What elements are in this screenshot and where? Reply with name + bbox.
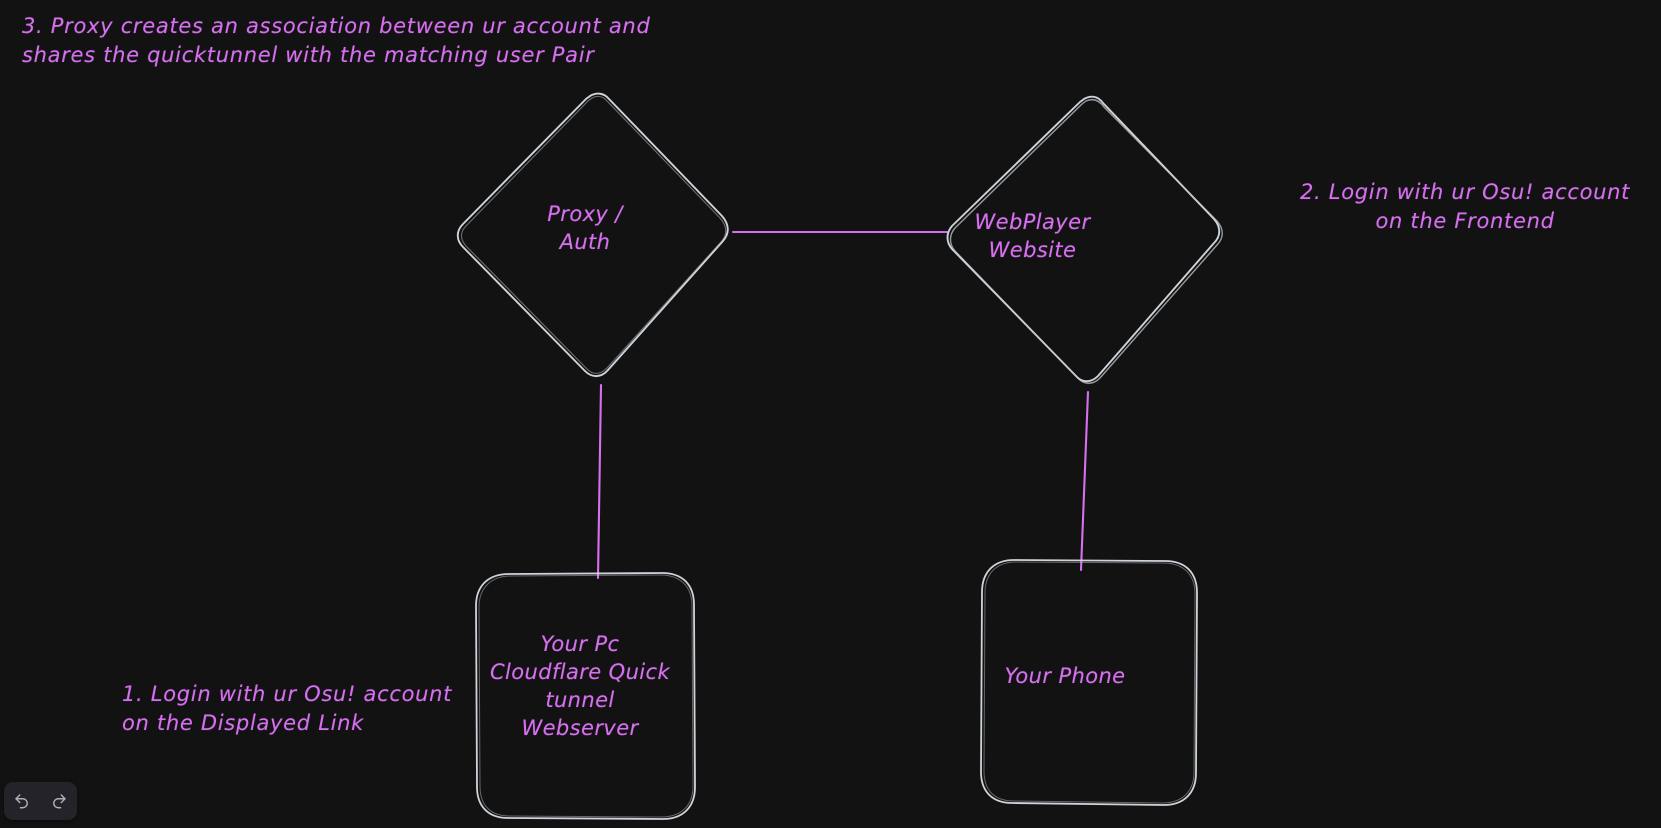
node-webplayer-website[interactable] [946, 95, 1223, 384]
connector-webplayer-to-your-phone[interactable] [1079, 390, 1090, 572]
annotation-step-1: 1. Login with ur Osu! account on the Dis… [122, 682, 453, 735]
undo-arrow-icon [13, 792, 31, 810]
node-your-pc[interactable] [475, 572, 696, 820]
annotation-step-3: 3. Proxy creates an association between … [22, 14, 651, 67]
node-proxy-auth[interactable] [456, 92, 729, 378]
history-island [4, 782, 77, 820]
undo-button[interactable] [7, 786, 37, 816]
redo-button[interactable] [44, 786, 74, 816]
redo-arrow-icon [50, 792, 68, 810]
node-your-phone[interactable] [980, 559, 1198, 806]
annotation-step-2: 2. Login with ur Osu! account on the Fro… [1300, 180, 1631, 233]
connector-proxy-to-your-pc[interactable] [596, 383, 603, 580]
